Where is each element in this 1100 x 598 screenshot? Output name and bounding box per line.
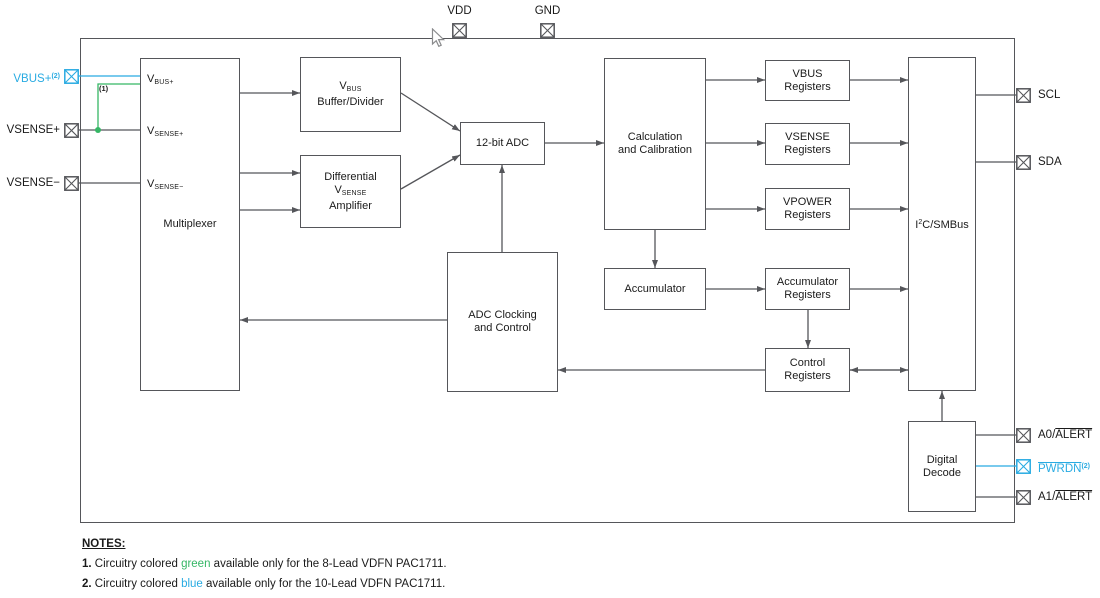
mouse-cursor-icon: [431, 28, 446, 48]
x-pin-icon: [1016, 155, 1031, 170]
block-12bit-adc: 12-bit ADC: [460, 122, 545, 165]
i2c-label: I2C/SMBus: [915, 219, 969, 231]
block-multiplexer: Multiplexer VBUS+ VSENSE+ VSENSE−: [140, 58, 240, 391]
pin-label-vsense-minus: VSENSE−: [6, 177, 60, 189]
x-pin-icon: [452, 23, 467, 38]
pin-label-pwrdn: PWRDN(2): [1038, 463, 1091, 475]
digital-decode-label: Digital Decode: [923, 453, 961, 479]
block-vsense-registers: VSENSE Registers: [765, 123, 850, 165]
pin-pwrdn: [1016, 459, 1031, 474]
vsense-reg-label: VSENSE Registers: [784, 131, 831, 156]
block-vpower-registers: VPOWER Registers: [765, 188, 850, 230]
wire-vbus-buffer-to-adc: [400, 92, 461, 132]
diff-amp-label: Differential VSENSE Amplifier: [324, 170, 377, 212]
x-pin-icon: [64, 123, 79, 138]
pin-label-gnd: GND: [534, 5, 561, 17]
x-pin-icon: [64, 69, 79, 84]
vpower-reg-label: VPOWER Registers: [783, 196, 832, 221]
pin-label-a1-alert: A1/ALERT: [1038, 491, 1093, 503]
pin-vdd: [452, 23, 467, 38]
pin-sda: [1016, 155, 1031, 170]
block-vbus-registers: VBUS Registers: [765, 60, 850, 101]
pin-gnd: [540, 23, 555, 38]
pin-label-sda: SDA: [1038, 156, 1062, 168]
pin-label-vdd: VDD: [447, 5, 472, 17]
x-pin-icon: [64, 176, 79, 191]
pin-label-a0-alert: A0/ALERT: [1038, 429, 1093, 441]
block-control-registers: Control Registers: [765, 348, 850, 392]
block-i2c-smbus: I2C/SMBus: [908, 57, 976, 391]
x-pin-icon: [1016, 88, 1031, 103]
pin-a1-alert: [1016, 490, 1031, 505]
mux-input-vbus: VBUS+: [147, 73, 174, 86]
x-pin-icon: [1016, 490, 1031, 505]
pin-vsense-minus: [64, 176, 79, 191]
green-junction-dot: [95, 127, 101, 133]
block-digital-decode: Digital Decode: [908, 421, 976, 512]
note-1: 1. Circuitry colored green available onl…: [82, 558, 447, 570]
multiplexer-label: Multiplexer: [163, 218, 217, 230]
pin-a0-alert: [1016, 428, 1031, 443]
pin-vsense-plus: [64, 123, 79, 138]
pin-scl: [1016, 88, 1031, 103]
vbus-buffer-label: VBUS Buffer/Divider: [317, 80, 384, 108]
note-2: 2. Circuitry colored blue available only…: [82, 578, 446, 590]
chip-boundary: [80, 38, 1015, 523]
pin-label-vbus-plus: VBUS+(2): [13, 73, 60, 85]
x-pin-icon: [540, 23, 555, 38]
block-adc-clocking-control: ADC Clocking and Control: [447, 252, 558, 392]
wire-green-vsense-to-vbus: [97, 83, 140, 130]
pin-label-vsense-plus: VSENSE+: [6, 124, 60, 136]
vbus-reg-label: VBUS Registers: [784, 67, 831, 93]
block-accumulator: Accumulator: [604, 268, 706, 310]
x-pin-icon: [1016, 428, 1031, 443]
mux-input-vsense-minus: VSENSE−: [147, 178, 184, 191]
ctrl-reg-label: Control Registers: [784, 357, 831, 382]
notes-heading: NOTES:: [82, 538, 126, 550]
adc-label: 12-bit ADC: [475, 137, 530, 149]
pin-label-scl: SCL: [1038, 89, 1061, 101]
x-pin-icon: [1016, 459, 1031, 474]
calc-label: Calculation and Calibration: [618, 131, 692, 156]
pin-vbus-plus: [64, 69, 79, 84]
block-accumulator-registers: Accumulator Registers: [765, 268, 850, 310]
block-differential-vsense-amplifier: Differential VSENSE Amplifier: [300, 155, 401, 228]
adc-clock-label: ADC Clocking and Control: [468, 309, 537, 334]
wire-diffamp-to-adc: [400, 154, 461, 190]
block-calculation-calibration: Calculation and Calibration: [604, 58, 706, 230]
block-vbus-buffer-divider: VBUS Buffer/Divider: [300, 57, 401, 132]
annotation-note1-ref: (1): [99, 84, 109, 93]
mux-input-vsense-plus: VSENSE+: [147, 125, 184, 138]
accum-reg-label: Accumulator Registers: [776, 276, 839, 301]
accumulator-label: Accumulator: [624, 282, 686, 295]
